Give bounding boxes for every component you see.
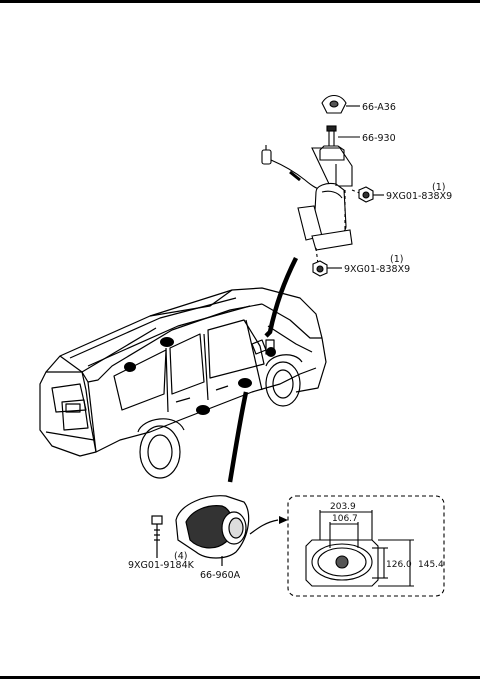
dim-inner-height: 126.0 — [386, 560, 412, 570]
detail-frame — [287, 495, 445, 597]
label-screw: 9XG01-9184K — [128, 560, 195, 571]
location-dot-roof — [160, 337, 174, 347]
location-dot-rear-door — [196, 405, 210, 415]
location-dot-rear — [124, 362, 136, 372]
dim-inner-width: 106.7 — [332, 514, 358, 524]
dim-overall-width: 203.9 — [330, 502, 356, 512]
dim-overall-height: 145.4 — [418, 560, 444, 570]
top-rule — [0, 0, 480, 3]
label-nut-upper-qty: (1) — [432, 182, 445, 193]
speaker-arrow — [227, 391, 249, 483]
screw — [151, 515, 163, 546]
speaker-location-markers — [124, 337, 276, 415]
nut-lower — [312, 260, 328, 277]
bottom-rule — [0, 676, 480, 679]
label-antenna: 66-930 — [362, 133, 396, 144]
location-dot-front-door — [238, 378, 252, 388]
antenna-assembly — [261, 94, 384, 277]
label-nut-lower-qty: (1) — [390, 254, 403, 265]
label-screw-qty: (4) — [174, 551, 187, 562]
antenna-bracket — [311, 147, 353, 187]
label-speaker: 66-960A — [200, 570, 241, 581]
speaker-assembly — [151, 495, 250, 566]
speaker-dimension-detail — [287, 495, 445, 597]
label-nut-upper: 9XG01-838X9 — [386, 191, 452, 202]
label-nut-lower: 9XG01-838X9 — [344, 264, 410, 275]
detail-arrow — [249, 516, 288, 535]
nut-upper — [358, 186, 374, 203]
antenna-motor-housing — [297, 164, 353, 251]
location-dot-antenna — [266, 347, 276, 357]
antenna-mast — [319, 125, 345, 161]
antenna-cable — [261, 145, 325, 191]
vehicle-body — [39, 287, 327, 479]
antenna-badge — [321, 94, 347, 114]
label-badge: 66-A36 — [362, 102, 396, 113]
antenna-arrow — [264, 256, 299, 338]
